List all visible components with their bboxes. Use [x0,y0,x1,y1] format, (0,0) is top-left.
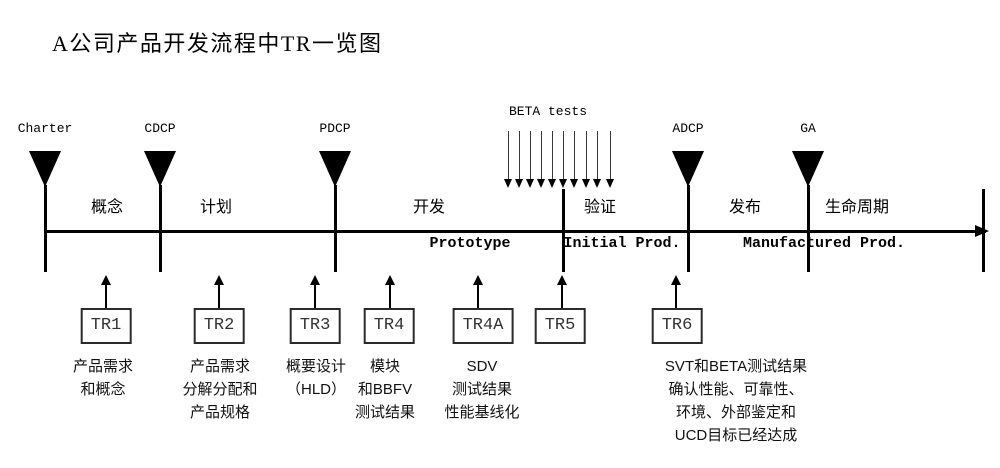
beta-arrow-head [606,179,614,188]
milestone-label: GA [800,121,816,136]
phase-label: 开发 [412,199,446,216]
tr-description-line: SVT和BETA测试结果 [664,358,808,375]
phase-label: 验证 [583,199,617,216]
beta-arrow-head [548,179,556,188]
milestone-label: Charter [17,121,73,136]
tr-up-arrow-icon [314,284,316,308]
tr-up-arrow-icon [561,284,563,308]
tr-up-arrow-icon [218,284,220,308]
phase-label: 生命周期 [824,199,890,216]
beta-arrow-stem [518,131,520,182]
tr-box: TR6 [651,308,703,344]
milestone-line [43,185,47,272]
tr-up-arrow-head [472,275,483,285]
tr-up-arrow-head [213,275,224,285]
milestone-label: ADCP [672,121,704,136]
tr-description-line: 产品规格 [189,404,251,421]
tr-box: TR2 [193,308,245,344]
tr-description-line: SDV [466,358,498,375]
tr-description-line: （HLD） [285,381,347,398]
beta-arrow-stem [507,131,509,182]
tr-description-line: 环境、外部鉴定和 [675,404,796,421]
beta-arrow-stem [585,131,587,182]
tr-description-line: 分解分配和 [182,381,258,398]
milestone-line [806,185,810,272]
production-stage-label: Initial Prod. [563,235,681,252]
milestone-marker-icon [319,151,351,187]
tr-description-line: UCD目标已经达成 [674,427,798,444]
beta-arrow-stem [562,131,564,182]
tr-up-arrow-head [309,275,320,285]
production-stage-label: Manufactured Prod. [742,235,906,252]
milestone-line [333,185,337,272]
beta-arrow-head [582,179,590,188]
tr-box: TR1 [80,308,132,344]
beta-arrow-head [526,179,534,188]
milestone-marker-icon [144,151,176,187]
beta-arrow-stem [573,131,575,182]
tr-up-arrow-icon [477,284,479,308]
beta-arrow-head [537,179,545,188]
milestone-label: PDCP [319,121,351,136]
tr-up-arrow-head [556,275,567,285]
milestone-marker-icon [672,151,704,187]
tr-box: TR4 [363,308,415,344]
tr-description-line: 产品需求 [72,358,134,375]
tr-box: TR3 [289,308,341,344]
tr-box: TR4A [452,308,514,344]
beta-arrow-head [515,179,523,188]
tr-description: SDV 测试结果性能基线化 [444,355,519,424]
production-stage-label: Prototype [429,235,511,252]
beta-arrow-head [570,179,578,188]
tr-description: 产品需求分解分配和产品规格 [182,355,257,424]
diagram-title: A公司产品开发流程中TR一览图 [52,31,383,56]
tr-up-arrow-icon [105,284,107,308]
tr-description-line: 性能基线化 [444,404,520,421]
tr-description-line: 测试结果 [354,404,416,421]
tr-description-line: 确认性能、可靠性、 [668,381,804,398]
milestone-marker-icon [29,151,61,187]
tr-up-arrow-icon [389,284,391,308]
beta-arrow-stem [609,131,611,182]
milestone-line [686,185,690,272]
milestone-label: CDCP [144,121,176,136]
tr-box: TR5 [534,308,586,344]
beta-tests-label: BETA tests [508,104,588,119]
tr-description-line: 概要设计 [285,358,347,375]
tr-description: 概要设计 （HLD） [286,355,346,401]
beta-arrow-head [593,179,601,188]
tr-up-arrow-head [100,275,111,285]
timeline-axis [45,230,986,233]
tr-description-line: 测试结果 [451,381,513,398]
beta-arrow-stem [529,131,531,182]
beta-arrow-stem [551,131,553,182]
milestone-marker-icon [792,151,824,187]
tr-description-line: 和BBFV [357,381,413,398]
tr-description: 产品需求和概念 [73,355,133,401]
beta-arrow-head [504,179,512,188]
phase-label: 发布 [728,199,762,216]
timeline-tick [561,189,565,272]
milestone-line [158,185,162,272]
tr-description: SVT和BETA测试结果确认性能、可靠性、环境、外部鉴定和 UCD目标已经达成 [665,355,807,447]
phase-label: 计划 [199,199,233,216]
tr-description-line: 产品需求 [189,358,251,375]
beta-arrow-stem [540,131,542,182]
tr-up-arrow-head [384,275,395,285]
tr-description: 模块和BBFV 测试结果 [355,355,415,424]
tr-description-line: 和概念 [80,381,126,398]
tr-description-line: 模块 [369,358,401,375]
tr-up-arrow-head [670,275,681,285]
phase-label: 概念 [90,199,124,216]
beta-arrow-head [559,179,567,188]
beta-arrow-stem [596,131,598,182]
tr-up-arrow-icon [675,284,677,308]
timeline-tick [981,189,985,272]
